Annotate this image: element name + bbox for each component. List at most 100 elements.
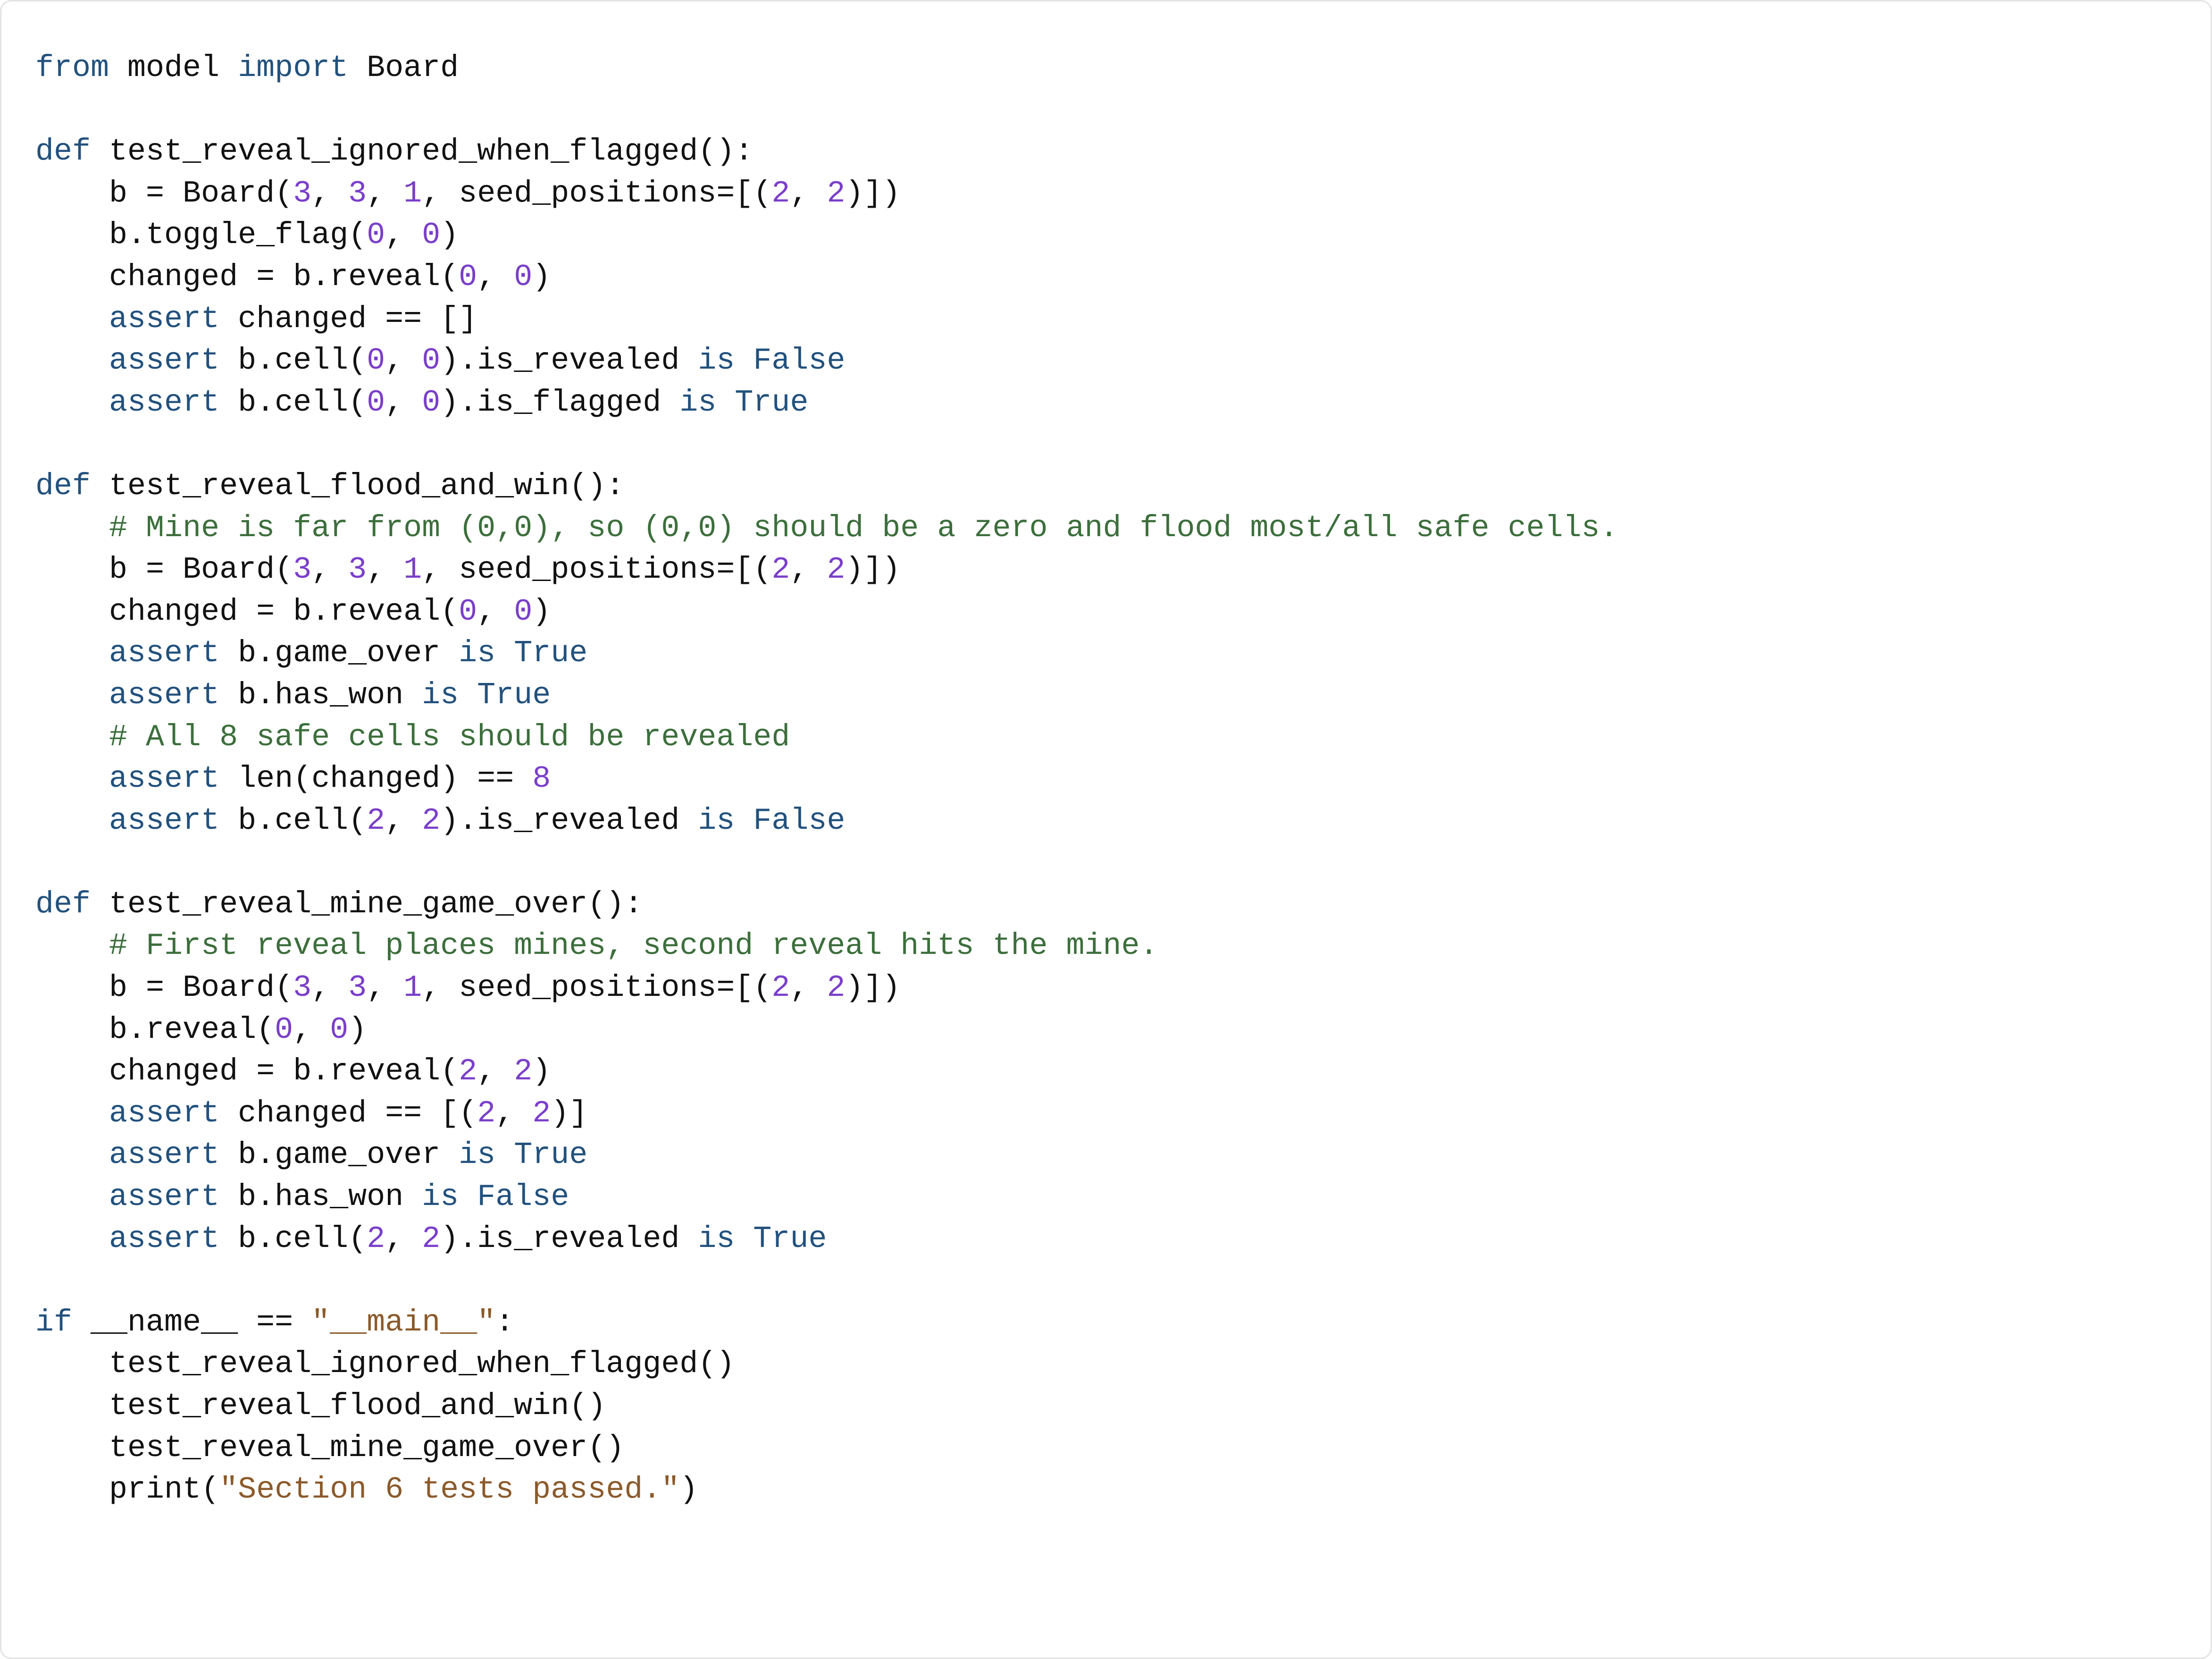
code-token: , [477,1054,514,1089]
string-token: "__main__" [311,1305,496,1340]
code-token: b = Board( [35,552,293,588]
code-token: , [385,385,422,420]
code-line: # First reveal places mines, second reve… [35,925,1618,967]
number-token: 3 [293,176,312,211]
code-token: b.cell( [219,803,367,838]
code-token: ).is_revealed [440,1221,698,1256]
code-line: assert len(changed) == 8 [35,758,1618,800]
code-line: assert b.cell(0, 0).is_revealed is False [35,340,1618,382]
code-token: b.reveal( [35,1012,275,1047]
code-token: b.game_over [219,1137,459,1173]
code-line: test_reveal_mine_game_over() [35,1427,1618,1469]
keyword-token: is True [698,1221,827,1256]
code-token: changed = b.reveal( [35,259,459,295]
code-line: b.toggle_flag(0, 0) [35,214,1618,256]
number-token: 2 [827,552,846,588]
code-token: ).is_revealed [440,343,698,379]
number-token: 0 [422,343,441,379]
number-token: 0 [459,594,478,629]
code-token: test_reveal_ignored_when_flagged() [35,1347,735,1382]
code-token: b.game_over [219,636,459,671]
number-token: 2 [367,1221,385,1256]
code-token: test_reveal_ignored_when_flagged(): [91,134,754,169]
code-token: , [477,594,514,629]
code-token: , [367,970,404,1006]
code-line: # All 8 safe cells should be revealed [35,716,1618,758]
code-line: assert changed == [(2, 2)] [35,1093,1618,1135]
code-line: assert b.cell(0, 0).is_flagged is True [35,382,1618,424]
code-token: ).is_flagged [440,385,680,420]
number-token: 2 [771,176,790,211]
keyword-token: is True [679,385,809,420]
code-token: , [367,552,404,588]
number-token: 3 [293,552,312,588]
code-line: def test_reveal_mine_game_over(): [35,884,1618,926]
number-token: 2 [422,803,441,838]
number-token: 0 [367,343,385,379]
code-line: test_reveal_flood_and_win() [35,1385,1618,1427]
number-token: 0 [275,1012,293,1047]
code-token: test_reveal_flood_and_win(): [91,468,625,504]
keyword-token: is True [459,636,588,671]
code-token: , [385,343,422,379]
keyword-token: def [35,886,91,922]
code-token: changed = b.reveal( [35,1054,459,1089]
code-line: assert b.game_over is True [35,632,1618,674]
code-token: , [790,552,827,588]
number-token: 0 [514,594,533,629]
keyword-token: assert [35,677,220,713]
code-token: )]) [845,176,901,211]
keyword-token: assert [35,343,220,379]
code-token: changed == [( [219,1095,478,1131]
number-token: 0 [330,1012,349,1047]
number-token: 1 [403,552,422,588]
code-line: assert b.has_won is True [35,674,1618,716]
code-line: print("Section 6 tests passed.") [35,1469,1618,1511]
code-line: b = Board(3, 3, 1, seed_positions=[(2, 2… [35,173,1618,215]
keyword-token: assert [35,1179,220,1215]
code-token: test_reveal_flood_and_win() [35,1389,606,1423]
code-line [35,842,1618,884]
code-token: : [495,1305,514,1340]
code-token: ) [348,1012,367,1047]
number-token: 3 [348,176,367,211]
code-token: , seed_positions=[( [422,552,772,588]
number-token: 2 [827,176,846,211]
number-token: 2 [771,970,790,1006]
code-token: Board [348,51,459,85]
keyword-token: assert [35,301,220,337]
code-line: b = Board(3, 3, 1, seed_positions=[(2, 2… [35,967,1618,1009]
code-token: , seed_positions=[( [422,176,772,211]
code-token: changed = b.reveal( [35,594,459,629]
number-token: 1 [403,970,422,1006]
number-token: 2 [827,970,846,1006]
code-line: assert b.has_won is False [35,1176,1618,1218]
code-token: b.cell( [219,385,367,420]
code-token: , seed_positions=[( [422,970,772,1006]
number-token: 2 [532,1095,551,1131]
code-token: )] [551,1095,588,1131]
number-token: 0 [514,259,533,295]
code-token: , [385,803,422,838]
comment-token: # First reveal places mines, second reve… [35,928,1158,964]
code-token: , [385,218,422,253]
number-token: 3 [348,970,367,1006]
keyword-token: assert [35,1095,220,1131]
code-line: changed = b.reveal(0, 0) [35,591,1618,633]
code-line: assert b.cell(2, 2).is_revealed is False [35,800,1618,842]
code-token: , [311,176,349,211]
code-token: , [293,1012,330,1047]
keyword-token: assert [35,803,220,838]
code-token: changed == [] [219,301,478,337]
keyword-token: assert [35,385,220,420]
code-token: model [109,51,238,85]
code-token: , [367,176,404,211]
number-token: 2 [477,1095,496,1131]
code-line: assert b.game_over is True [35,1134,1618,1176]
keyword-token: assert [35,761,220,797]
code-token: , [385,1221,422,1256]
code-line [35,1260,1618,1302]
code-token: )]) [845,552,901,588]
keyword-token: is False [698,343,846,379]
code-token: b.cell( [219,1221,367,1256]
